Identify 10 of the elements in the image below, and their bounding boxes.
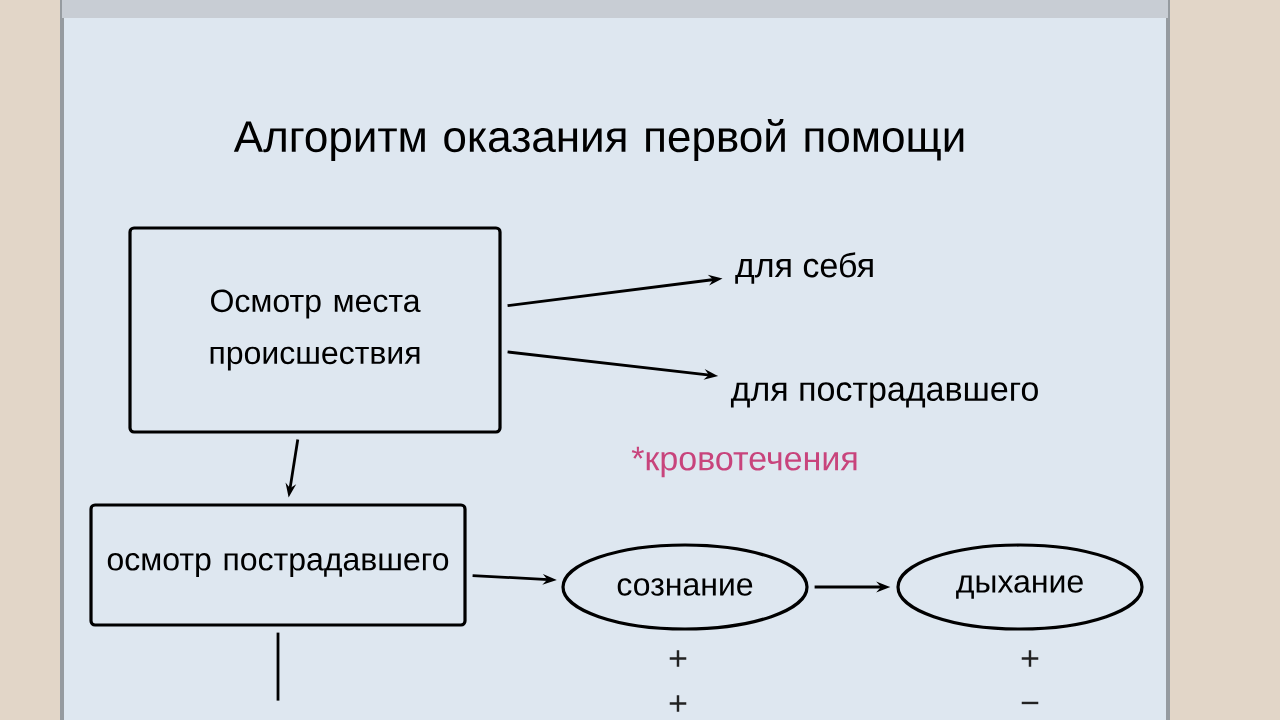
title: Алгоритм оказания первой помощи (233, 119, 964, 161)
text-label: для себя (735, 252, 873, 284)
ellipse-node: дыхание (896, 543, 1144, 631)
text-label: для пострадавшего (730, 382, 1038, 408)
ellipse-node: сознание (561, 543, 809, 631)
process-box: осмотр пострадавшего (89, 503, 467, 627)
note-text: *кровотечения (631, 446, 857, 478)
note-text: − (1021, 701, 1039, 705)
note-text: + (669, 695, 687, 712)
process-box: Осмотр места происшествия (128, 226, 502, 434)
